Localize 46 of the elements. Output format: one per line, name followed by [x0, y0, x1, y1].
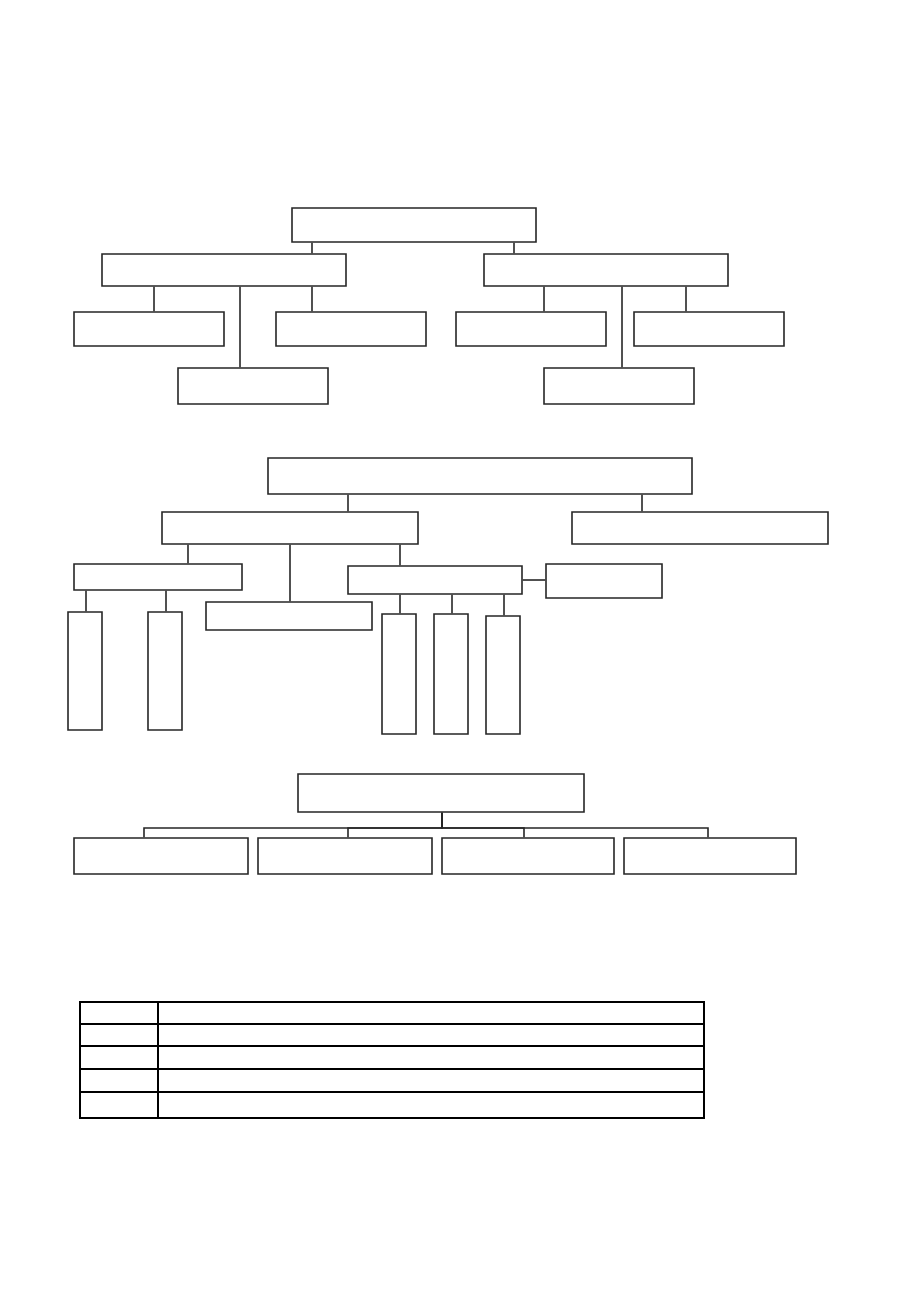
blank-box: [545, 563, 663, 599]
connector-line: [513, 242, 515, 254]
blank-box: [483, 253, 729, 287]
connector-line: [503, 594, 505, 616]
connector-line: [399, 594, 401, 614]
blank-box: [267, 457, 693, 495]
blank-box: [67, 611, 103, 731]
connector-line: [85, 590, 87, 612]
blank-box: [623, 837, 797, 875]
blank-box: [571, 511, 829, 545]
connector-line: [347, 494, 349, 512]
blank-box: [543, 367, 695, 405]
connector-line: [621, 286, 623, 368]
blank-box: [73, 563, 243, 591]
blank-box: [633, 311, 785, 347]
connector-line: [239, 286, 241, 368]
connector-line: [311, 242, 313, 254]
connector-line: [165, 590, 167, 612]
connector-line: [153, 286, 155, 312]
connector-line: [289, 544, 291, 602]
blank-box: [347, 565, 523, 595]
blank-box: [433, 613, 469, 735]
connector-line: [641, 494, 643, 512]
blank-box: [73, 837, 249, 875]
blank-box: [297, 773, 585, 813]
blank-box: [485, 615, 521, 735]
connector-line: [685, 286, 687, 312]
connector-line: [441, 812, 709, 838]
blank-box: [177, 367, 329, 405]
blank-box: [73, 311, 225, 347]
connector-line: [399, 544, 401, 566]
blank-box: [381, 613, 417, 735]
blank-box: [161, 511, 419, 545]
blank-box: [291, 207, 537, 243]
connector-line: [187, 544, 189, 564]
connector-line: [543, 286, 545, 312]
blank-box: [275, 311, 427, 347]
blank-box: [147, 611, 183, 731]
connector-line: [451, 594, 453, 614]
blank-box: [455, 311, 607, 347]
blank-box: [205, 601, 373, 631]
blank-box: [101, 253, 347, 287]
blank-box: [441, 837, 615, 875]
blank-box: [257, 837, 433, 875]
connector-line: [311, 286, 313, 312]
connector-line: [522, 579, 546, 581]
